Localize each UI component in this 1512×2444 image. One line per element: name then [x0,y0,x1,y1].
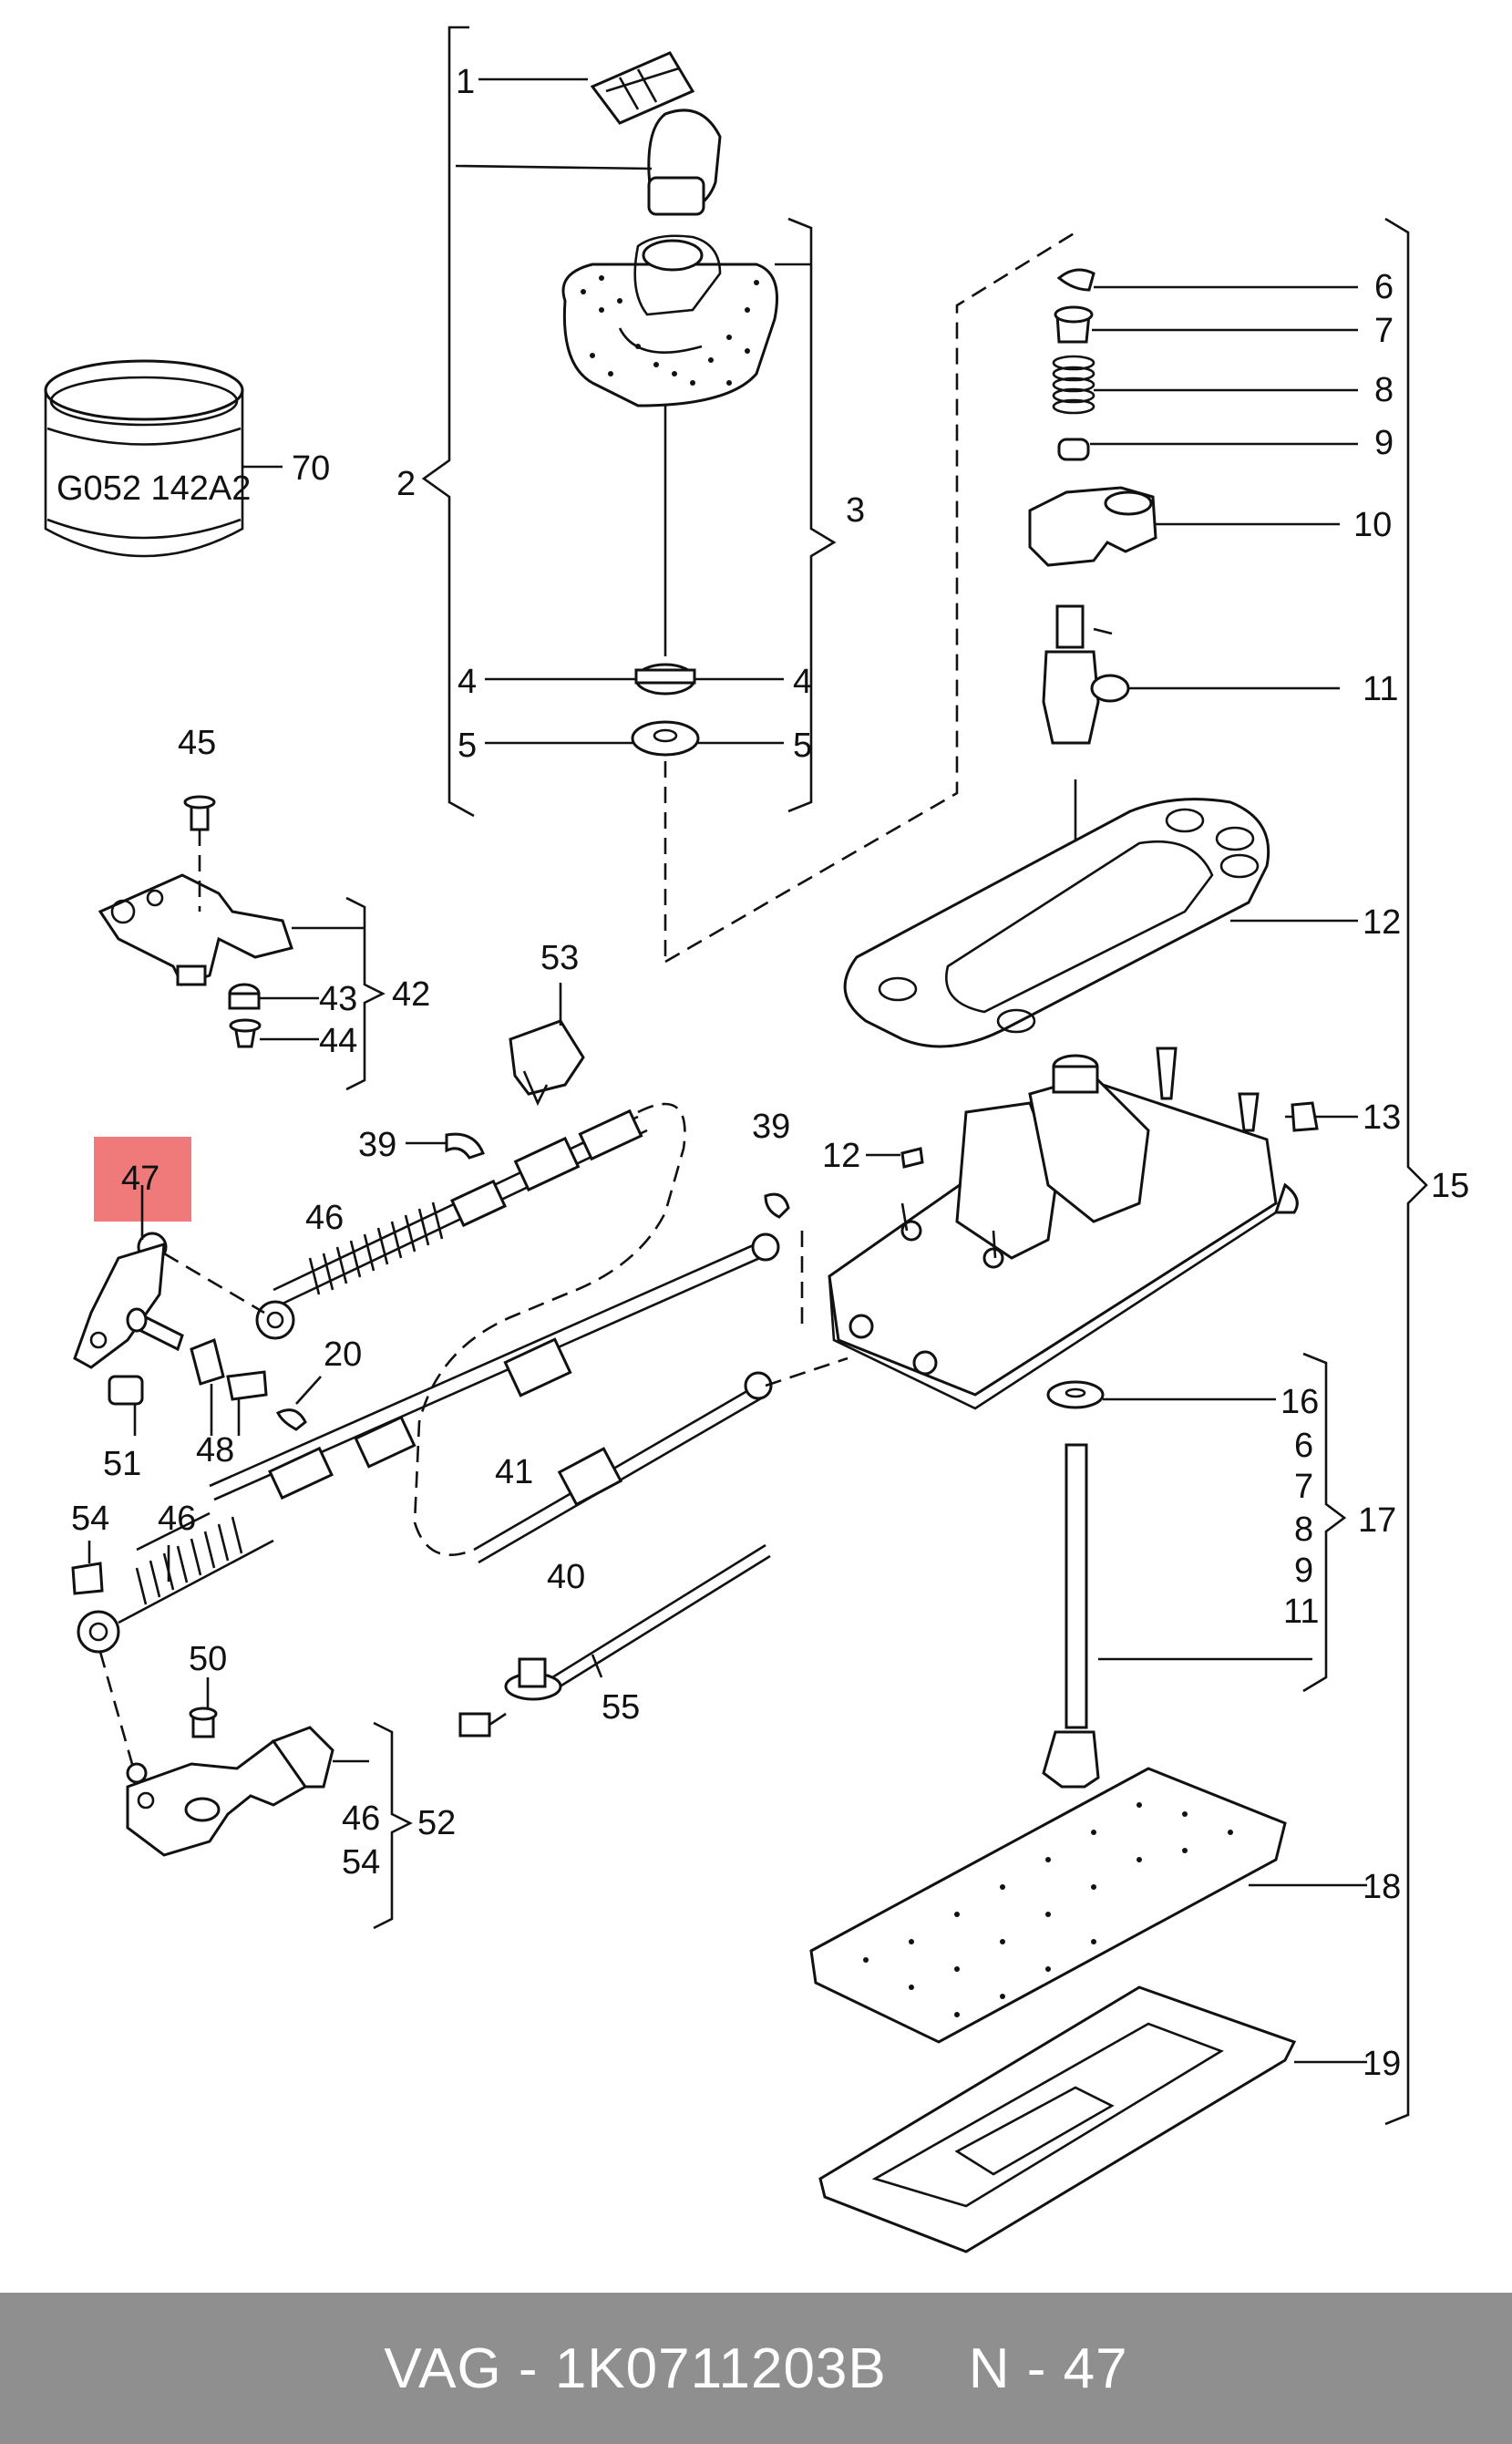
label-45: 45 [178,724,216,762]
label-8-sub: 8 [1294,1511,1313,1549]
label-47: 47 [121,1160,159,1198]
gasket [843,798,1270,1048]
label-52: 52 [417,1804,456,1842]
label-48: 48 [196,1431,234,1469]
label-4-left: 4 [458,663,477,701]
footer-bar: VAG - 1K0711203B N - 47 [0,2293,1512,2444]
label-17: 17 [1358,1501,1396,1540]
cable-tie [458,1543,771,1738]
label-39-right: 39 [752,1108,790,1146]
selector-shaft [1042,1443,1100,1789]
label-40: 40 [547,1558,585,1596]
footer-position: N - 47 [968,2336,1128,2400]
label-1: 1 [456,63,475,101]
label-41: 41 [495,1453,533,1491]
label-12-right: 12 [1363,903,1401,942]
label-10: 10 [1353,506,1392,544]
base-frame [818,1985,1297,2253]
exploded-parts-diagram: G052 142A2 [44,26,1469,2253]
label-5-left: 5 [458,727,477,765]
footer-part-number: 1K0711203B [554,2336,887,2400]
label-9-sub: 9 [1294,1552,1313,1590]
label-12: 12 [822,1137,860,1175]
label-55: 55 [602,1688,640,1727]
cable-middle [77,1232,780,1654]
selector-lever [73,1232,307,1431]
washer-5 [631,720,700,757]
label-2: 2 [396,465,416,503]
label-43: 43 [319,980,357,1018]
label-8: 8 [1374,371,1394,409]
mount-bracket [98,795,293,1048]
label-11-sub: 11 [1283,1593,1319,1631]
label-42: 42 [392,975,430,1014]
label-16: 16 [1281,1383,1319,1421]
label-39-left: 39 [358,1126,396,1164]
label-6-sub: 6 [1294,1427,1313,1465]
lower-lever [126,1707,334,1857]
lever-upper-parts [1028,268,1157,745]
shift-housing [828,1047,1299,1410]
label-44: 44 [319,1022,357,1060]
label-11: 11 [1363,670,1398,708]
label-15: 15 [1431,1167,1469,1205]
shift-knob [590,51,722,216]
label-7: 7 [1374,312,1394,350]
label-50: 50 [189,1640,227,1678]
label-6: 6 [1374,268,1394,306]
grease-can: G052 142A2 [44,359,283,558]
label-19: 19 [1363,2045,1401,2083]
clip-53 [509,1019,585,1096]
label-53: 53 [540,939,579,977]
label-46-lower: 46 [158,1500,196,1538]
washer-16 [1046,1380,1105,1409]
label-54-bracket: 54 [342,1843,380,1882]
label-46-bracket: 46 [342,1799,380,1838]
cover-plate [809,1767,1287,2044]
part-marking: G052 142A2 [57,469,251,508]
label-3: 3 [846,491,865,530]
label-13: 13 [1363,1098,1401,1137]
label-46-upper: 46 [305,1199,344,1237]
footer-brand: VAG [384,2336,502,2400]
shift-boot [561,234,778,407]
cable-lower [473,1371,773,1564]
label-51: 51 [103,1445,141,1483]
label-4-right: 4 [793,663,812,701]
clip-54 [71,1562,104,1595]
label-7-sub: 7 [1294,1468,1313,1506]
label-54-upper: 54 [71,1500,109,1538]
label-70: 70 [292,449,330,488]
label-20: 20 [324,1335,362,1374]
label-5-right: 5 [793,727,812,765]
label-18: 18 [1363,1868,1401,1906]
label-9: 9 [1374,424,1394,462]
cable-upper [255,1109,790,1340]
footer-dash: - [501,2336,555,2400]
